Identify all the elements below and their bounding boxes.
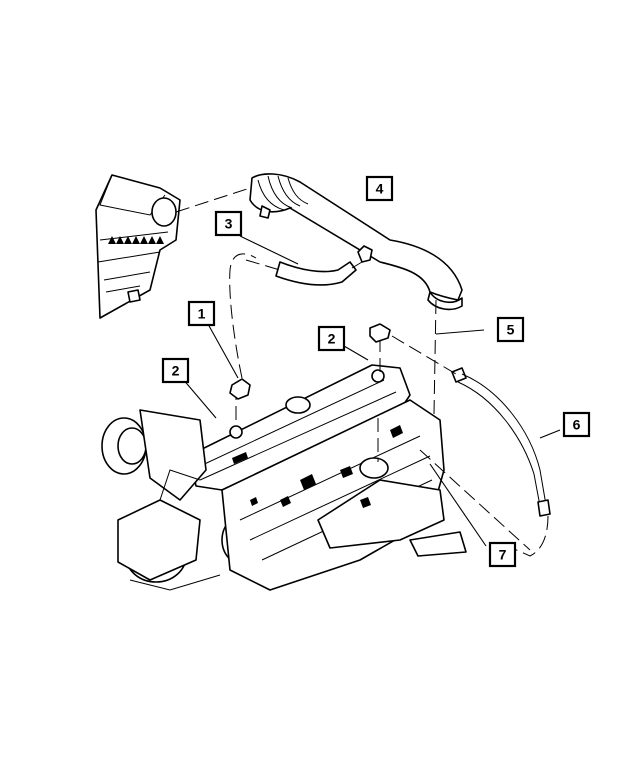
route-line (245, 259, 281, 271)
route-line (229, 253, 257, 379)
svg-text:7: 7 (499, 547, 507, 563)
callout-4: 4 (365, 175, 394, 202)
svg-text:4: 4 (376, 181, 384, 197)
svg-text:3: 3 (225, 216, 233, 232)
svg-text:2: 2 (328, 331, 336, 347)
route-line (351, 261, 363, 269)
route-line (419, 449, 531, 551)
leader-line (207, 323, 239, 379)
route-line (175, 187, 251, 213)
leader-line (181, 377, 217, 419)
dipstick-tube (451, 367, 551, 517)
route-line (433, 299, 437, 415)
air-cleaner-housing (95, 174, 181, 319)
route-line (391, 335, 457, 375)
pcv-fitting-front (229, 378, 251, 400)
callout-2-left: 2 (161, 357, 190, 384)
pcv-fitting-rear (369, 323, 391, 343)
callout-2-right: 2 (317, 325, 346, 352)
leader-line (429, 463, 487, 547)
leader-line (343, 345, 369, 361)
svg-text:2: 2 (172, 363, 180, 379)
callout-3: 3 (214, 210, 243, 237)
leader-line (539, 429, 561, 439)
svg-text:6: 6 (573, 417, 581, 433)
callout-6: 6 (562, 411, 591, 438)
leader-line (239, 235, 299, 265)
callout-7: 7 (488, 541, 517, 568)
route-line (511, 515, 549, 557)
leader-line (435, 329, 485, 335)
svg-text:1: 1 (198, 306, 206, 322)
engine-assembly (101, 364, 467, 591)
callout-1: 1 (187, 300, 216, 327)
breather-hose (275, 261, 357, 286)
callout-5: 5 (496, 316, 525, 343)
svg-text:5: 5 (507, 322, 515, 338)
air-inlet-duct (249, 173, 463, 311)
